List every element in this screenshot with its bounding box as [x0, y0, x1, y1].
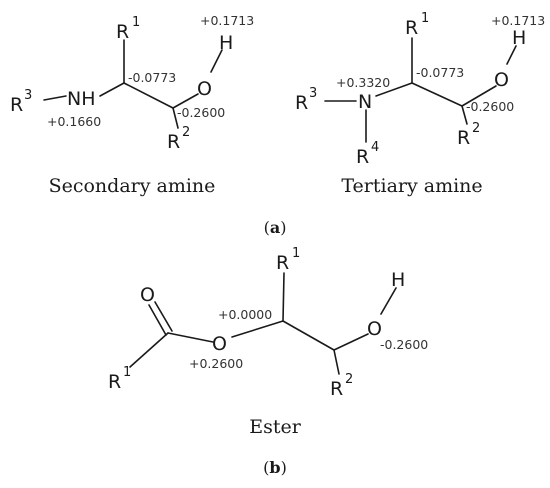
- bond-c2-r2: [172, 107, 179, 129]
- atom-h: H: [219, 32, 233, 54]
- atom-r3: R: [295, 92, 308, 114]
- panel-label-b: (b): [263, 458, 287, 477]
- bond-ester-o-c1: [231, 320, 284, 338]
- charge-c1: +0.0000: [218, 307, 272, 322]
- charge-n: +0.1660: [47, 114, 101, 129]
- atom-r1-sup: 1: [132, 15, 140, 30]
- atom-n: N: [358, 91, 372, 113]
- tertiary-amine-structure: R 1 R 3 N R 4 O H R 2 +0.3320 -0.0773 -0…: [295, 11, 545, 168]
- charge-n: +0.3320: [336, 75, 390, 90]
- atom-r3-sup: 3: [309, 86, 317, 101]
- atom-r2: R: [457, 127, 470, 149]
- atom-o: O: [197, 78, 212, 100]
- atom-o: O: [494, 69, 509, 91]
- bond-c2-r2: [461, 105, 468, 125]
- atom-r1: R: [405, 17, 418, 39]
- secondary-amine-structure: R 1 R 3 NH O H R 2 +0.1660 -0.0773 -0.26…: [10, 13, 254, 153]
- secondary-amine-caption: Secondary amine: [49, 175, 216, 197]
- atom-r1-acyl-sup: 1: [123, 365, 131, 380]
- atom-r1-sup: 1: [421, 11, 429, 26]
- atom-r2: R: [330, 378, 343, 400]
- atom-r3: R: [10, 94, 23, 116]
- bond-carbonyl-ester-o: [167, 332, 214, 343]
- panel-label-a: (a): [264, 218, 287, 237]
- ester-structure: O R 1 O R 1 O H R 2 +0.0000 +0.2600 -0.2…: [108, 246, 428, 400]
- bond-o-h: [380, 287, 397, 315]
- charge-c2: -0.2600: [466, 99, 514, 114]
- atom-r2-sup: 2: [182, 125, 190, 140]
- atom-r4-sup: 4: [371, 140, 379, 155]
- bond-c1-c2: [123, 82, 174, 109]
- charge-c2: -0.2600: [177, 105, 225, 120]
- atom-carbonyl-o: O: [140, 284, 155, 306]
- bond-r3-n: [43, 95, 67, 101]
- atom-r1-sup: 1: [292, 246, 300, 261]
- atom-o: O: [367, 318, 382, 340]
- bond-n-c1: [99, 82, 125, 97]
- charge-c1: -0.0773: [416, 65, 464, 80]
- ester-caption: Ester: [249, 416, 301, 438]
- atom-r4: R: [356, 146, 369, 168]
- bond-o-h: [506, 45, 517, 65]
- bond-c2-o: [333, 333, 369, 351]
- bond-c2-o: [172, 93, 199, 109]
- bond-r1acyl-carbonyl: [129, 332, 169, 368]
- atom-r1: R: [116, 21, 129, 43]
- bond-carbonyl-double-a: [148, 304, 167, 336]
- charge-ester-o: +0.2600: [189, 356, 243, 371]
- atom-h: H: [391, 269, 405, 291]
- bond-c1-c2: [282, 320, 335, 351]
- charge-o: -0.2600: [380, 337, 428, 352]
- bond-o-h: [210, 49, 223, 73]
- atom-r2-sup: 2: [472, 121, 480, 136]
- bond-n-c1: [375, 82, 413, 97]
- atom-r3-sup: 3: [24, 88, 32, 103]
- tertiary-amine-caption: Tertiary amine: [341, 175, 482, 197]
- charge-h: +0.1713: [491, 13, 545, 28]
- bond-c1-c2: [411, 82, 463, 107]
- atom-r1: R: [276, 252, 289, 274]
- bond-c1-r1: [282, 272, 285, 322]
- atom-r2-sup: 2: [345, 372, 353, 387]
- bond-carbonyl-double-b: [154, 301, 173, 332]
- atom-nh: NH: [67, 88, 96, 110]
- bond-c2-r2: [333, 349, 340, 375]
- atom-h: H: [512, 27, 526, 49]
- atom-r1-acyl: R: [108, 371, 121, 393]
- bond-c2-o: [461, 85, 497, 107]
- atom-ester-o: O: [212, 333, 227, 355]
- atom-r2: R: [167, 131, 180, 153]
- charge-c1: -0.0773: [128, 70, 176, 85]
- charge-h: +0.1713: [200, 13, 254, 28]
